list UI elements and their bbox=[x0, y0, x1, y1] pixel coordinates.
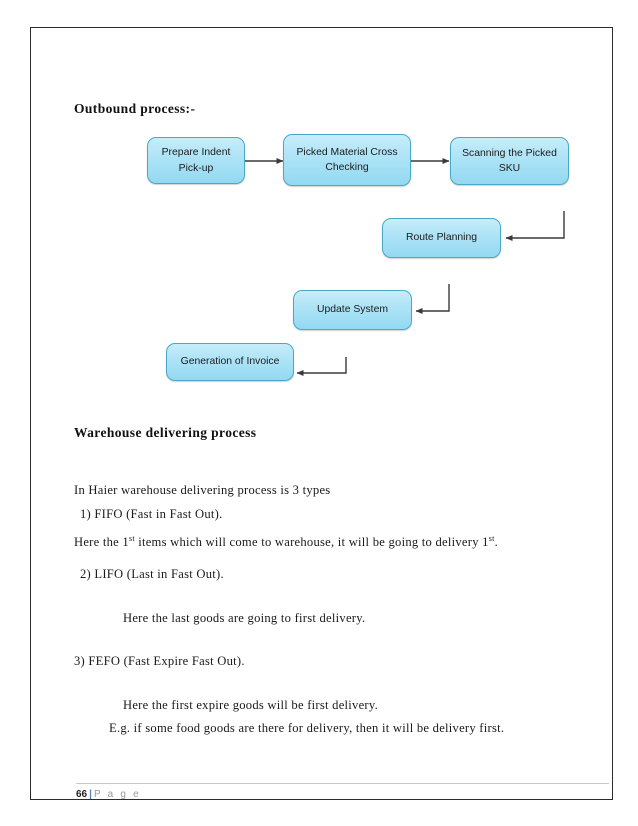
flow-node-label: Scanning the Picked SKU bbox=[462, 147, 557, 174]
list-item-fefo: 3) FEFO (Fast Expire Fast Out). bbox=[74, 654, 245, 668]
connector-route-to-update bbox=[415, 284, 450, 314]
footer-separator: | bbox=[89, 789, 92, 800]
ordinal-suffix-first: st bbox=[128, 533, 135, 543]
footer-page-label: P a g e bbox=[93, 789, 141, 800]
footer-page-number: 66 bbox=[76, 789, 88, 800]
flow-node-generation-of-invoice[interactable]: Generation of Invoice bbox=[166, 343, 294, 381]
flow-node-route-planning[interactable]: Route Planning bbox=[382, 218, 501, 258]
list-item-lifo: 2) LIFO (Last in Fast Out). bbox=[80, 567, 224, 581]
page-title-outbound-process: Outbound process:- bbox=[74, 101, 196, 116]
outbound-process-flowchart: Prepare Indent Pick-up Picked Material C… bbox=[31, 28, 614, 801]
flow-node-scanning-the-picked-sku[interactable]: Scanning the Picked SKU bbox=[450, 137, 569, 185]
fifo-detail-part-b: items which will come to warehouse, it w… bbox=[134, 535, 489, 549]
flow-node-label: Route Planning bbox=[405, 232, 478, 244]
footer-page-indicator: 66|P a g e bbox=[76, 789, 141, 800]
document-page: Outbound process:- Prepare Indent Pick-u… bbox=[30, 27, 613, 800]
fifo-detail-part-c: . bbox=[494, 535, 498, 549]
connector-update-to-invoice bbox=[296, 357, 347, 376]
list-item-fifo: 1) FIFO (Fast in Fast Out). bbox=[80, 507, 223, 521]
paragraph-fefo-detail: Here the first expire goods will be firs… bbox=[123, 698, 378, 712]
flow-node-label: Prepare Indent Pick-up bbox=[161, 147, 231, 174]
footer-divider bbox=[76, 783, 609, 784]
flow-node-picked-material-cross-checking[interactable]: Picked Material Cross Checking bbox=[283, 134, 411, 186]
flowchart-connectors bbox=[245, 158, 565, 376]
paragraph-lifo-detail: Here the last goods are going to first d… bbox=[123, 611, 366, 625]
flow-node-update-system[interactable]: Update System bbox=[293, 290, 412, 330]
connector-scanning-to-route bbox=[505, 211, 565, 241]
flow-node-label: Generation of Invoice bbox=[180, 356, 280, 368]
section-heading-warehouse-delivering-process: Warehouse delivering process bbox=[74, 425, 257, 440]
fifo-detail-part-a: Here the 1 bbox=[74, 535, 129, 549]
flow-node-label: Picked Material Cross Checking bbox=[296, 146, 398, 173]
paragraph-fefo-example: E.g. if some food goods are there for de… bbox=[109, 721, 505, 735]
flow-node-prepare-indent-pickup[interactable]: Prepare Indent Pick-up bbox=[147, 137, 245, 184]
paragraph-fifo-detail: Here the 1st items which will come to wa… bbox=[74, 533, 498, 550]
ordinal-suffix-second: st bbox=[488, 533, 495, 543]
paragraph-intro: In Haier warehouse delivering process is… bbox=[74, 483, 331, 497]
flow-node-label: Update System bbox=[316, 304, 389, 316]
